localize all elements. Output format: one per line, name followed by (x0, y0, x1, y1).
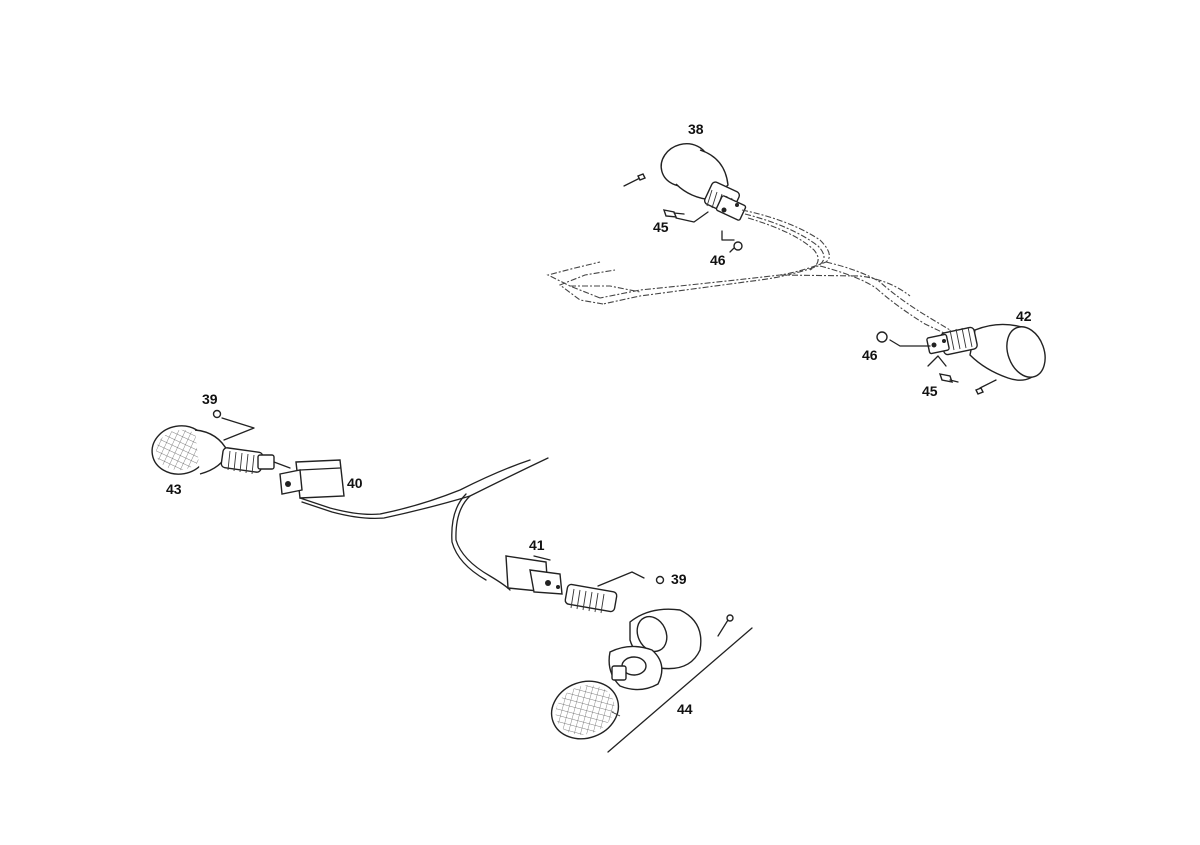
label-38: 38 (688, 121, 704, 137)
label-39-left: 39 (202, 391, 218, 407)
label-41: 41 (529, 537, 545, 553)
label-45-upper: 45 (653, 219, 669, 235)
bulb-44 (611, 656, 647, 681)
screw-39-right (655, 575, 665, 585)
wiring-harness-right (546, 209, 951, 335)
indicator-42 (926, 323, 1046, 395)
label-46-upper: 46 (710, 252, 726, 268)
label-39-right: 39 (671, 571, 687, 587)
screw-45-upper (662, 209, 709, 223)
wiring-harness-left (299, 457, 549, 591)
screw-45-lower (927, 355, 959, 383)
stalk-44 (564, 571, 645, 614)
lamp-housing-44 (550, 608, 753, 753)
nut-46-lower (876, 331, 931, 347)
lens-screw-44 (717, 614, 734, 637)
bracket-41 (505, 555, 563, 595)
lens-44 (550, 680, 620, 740)
label-46-lower: 46 (862, 347, 878, 363)
indicator-38 (623, 143, 747, 221)
rear-left-indicator-assembly (151, 409, 753, 753)
label-43: 43 (166, 481, 182, 497)
stalk-43 (220, 447, 291, 475)
indicator-43 (151, 425, 291, 475)
stalk-42 (926, 326, 978, 356)
label-40: 40 (347, 475, 363, 491)
stalk-38 (703, 181, 747, 221)
lens-screw-38 (623, 173, 646, 187)
bracket-40 (279, 459, 345, 499)
label-44: 44 (677, 701, 693, 717)
label-42: 42 (1016, 308, 1032, 324)
label-45-lower: 45 (922, 383, 938, 399)
nut-46-upper (721, 230, 743, 253)
lens-screw-42 (975, 379, 997, 395)
front-right-indicator-assembly (546, 143, 1046, 395)
screw-39-left (212, 409, 255, 441)
